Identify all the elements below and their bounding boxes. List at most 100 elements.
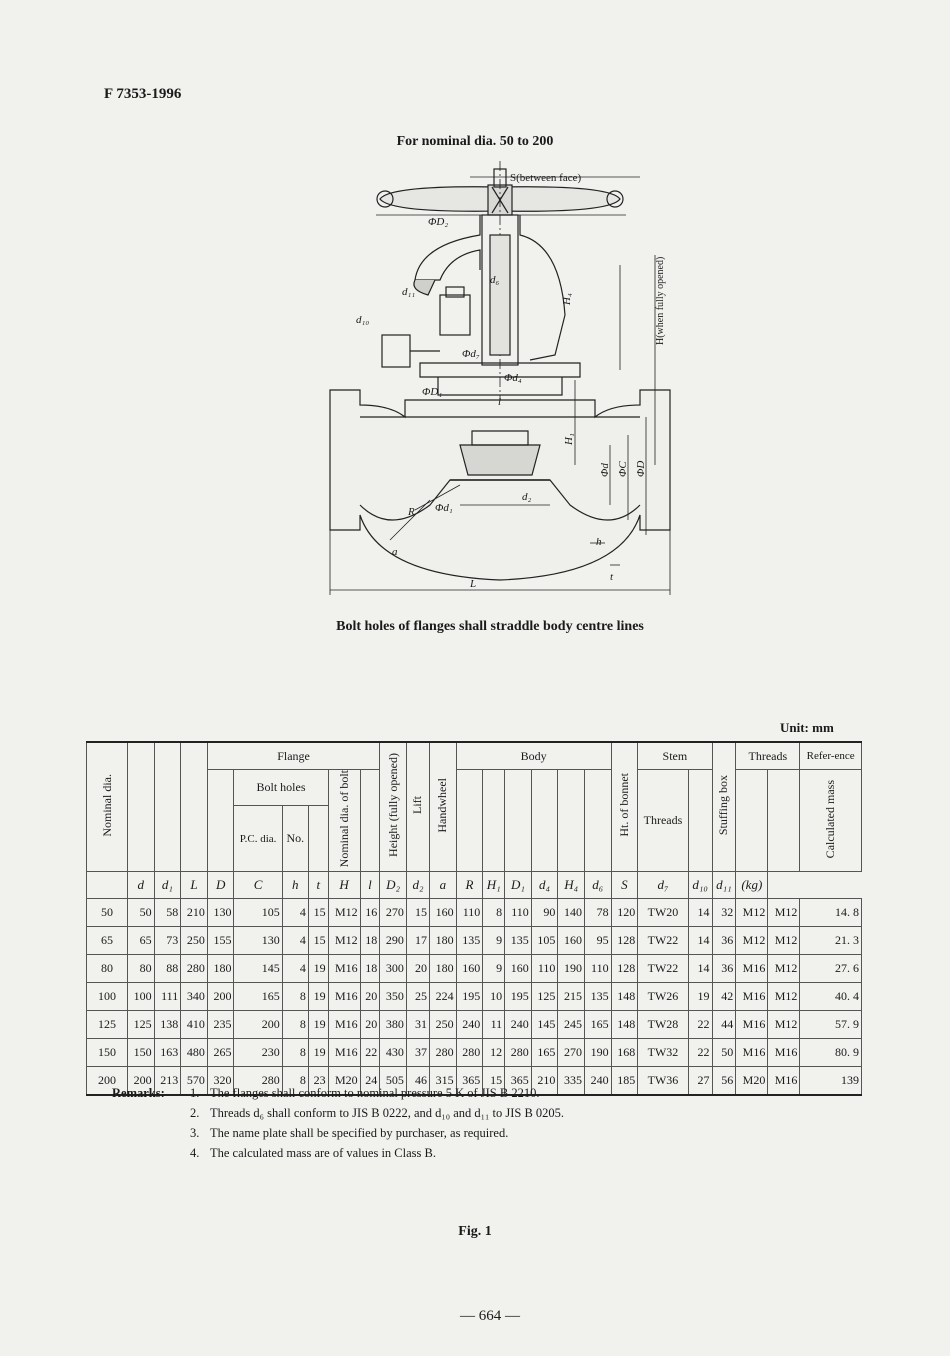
table-cell: 180 [429,954,457,984]
table-cell: 12 [482,1038,506,1068]
symbol-cell: L [180,871,208,900]
col-pc-dia: P.C. dia. [233,805,283,873]
table-cell: M12 [767,954,801,984]
symbol-cell: H₁ [482,871,506,900]
symbol-cell: a [429,871,457,900]
col-calc-mass: Calculated mass [799,768,862,873]
table-cell: 20 [405,954,431,984]
table-cell: M12 [735,926,769,956]
table-cell: 210 [180,898,208,928]
label-d2: d₂ [522,491,532,503]
symbol-cell: d₁₀ [687,871,713,900]
table-cell: TW28 [637,1010,689,1040]
symbol-cell: S [610,871,639,900]
table-cell: TW32 [637,1038,689,1068]
label-h1: H₁ [563,433,575,446]
symbol-cell: l [359,871,381,900]
globe-valve-drawing: S(between face) ΦD₂ d₆ d₁₁ d₁₀ Φd₇ ΦD₁ Φ… [329,161,671,595]
table-cell: 195 [504,982,532,1012]
table-cell: 245 [557,1010,585,1040]
table-cell: 80 [86,954,128,984]
table-cell: 155 [206,926,235,956]
table-cell: M16 [767,1066,801,1096]
table-cell: 300 [379,954,407,984]
table-cell: 160 [504,954,532,984]
table-cell: 50 [711,1038,737,1068]
col-nominal-dia-bolt: Nominal dia. of bolt [327,768,361,873]
table-cell: 180 [206,954,235,984]
table-cell: 110 [530,954,559,984]
table-cell: 14. 8 [799,898,862,928]
table-cell: 335 [557,1066,585,1096]
table-cell: 80 [127,954,155,984]
table-cell: 65 [86,926,128,956]
dimensions-table: Nominal dia. Flange Height (fully opened… [86,741,862,1097]
label-phid4: Φd₄ [504,372,522,384]
col-group-body: Body [455,741,612,770]
label-d10: d₁₀ [356,314,369,326]
table-cell: 111 [153,982,182,1012]
table-cell: 280 [180,954,208,984]
table-cell: 235 [206,1010,235,1040]
table-cell: 168 [610,1038,639,1068]
label-s: S(between face) [510,172,581,184]
table-cell: 125 [86,1010,128,1040]
label-phic: ΦC [617,461,629,477]
symbol-cell: d₇ [637,871,689,900]
col-stuffing-box: Stuffing box [711,741,737,873]
table-cell: 37 [405,1038,431,1068]
table-cell: 140 [557,898,585,928]
table-cell: 125 [530,982,559,1012]
table-cell: M20 [735,1066,769,1096]
table-cell: 15 [405,898,431,928]
symbol-cell: (kg) [735,871,769,900]
table-cell: 20 [359,1010,381,1040]
col-group-flange: Flange [206,741,381,770]
table-cell: 240 [583,1066,612,1096]
table-cell: 50 [86,898,128,928]
table-cell: 230 [233,1038,283,1068]
table-cell: M12 [767,982,801,1012]
figure-heading: For nominal dia. 50 to 200 [396,134,554,149]
table-cell: 145 [530,1010,559,1040]
table-cell: 148 [610,1010,639,1040]
table-cell: 14 [687,898,713,928]
symbol-cell: d₆ [583,871,612,900]
table-cell: 31 [405,1010,431,1040]
table-cell: 15 [307,898,329,928]
table-cell: 9 [482,926,506,956]
table-cell: 250 [180,926,208,956]
table-cell: 4 [281,954,309,984]
table-cell: 20 [359,982,381,1012]
table-cell: 15 [482,1066,506,1096]
table-cell: 190 [557,954,585,984]
label-r: R [407,506,415,518]
table-cell: 150 [127,1038,155,1068]
symbol-cell: D [206,871,235,900]
table-cell: M12 [327,926,361,956]
table-cell: 195 [455,982,484,1012]
table-cell: 8 [281,1010,309,1040]
table-cell: 19 [307,1038,329,1068]
symbol-cell: h [281,871,309,900]
remarks-label: Remarks: [112,1086,165,1100]
label-phiD: ΦD [635,461,647,477]
table-cell: 16 [359,898,381,928]
table-cell: 180 [429,926,457,956]
col-lift: Lift [405,741,431,873]
table-cell: 57. 9 [799,1010,862,1040]
table-cell: 128 [610,926,639,956]
table-cell: TW26 [637,982,689,1012]
remark-4: 4.The calculated mass are of values in C… [190,1146,436,1160]
table-cell: M12 [735,898,769,928]
table-cell: 280 [233,1066,283,1096]
table-cell: M12 [767,926,801,956]
remark-3: 3.The name plate shall be specified by p… [190,1126,509,1140]
table-cell: 19 [307,1010,329,1040]
table-cell: 130 [206,898,235,928]
table-cell: 42 [711,982,737,1012]
